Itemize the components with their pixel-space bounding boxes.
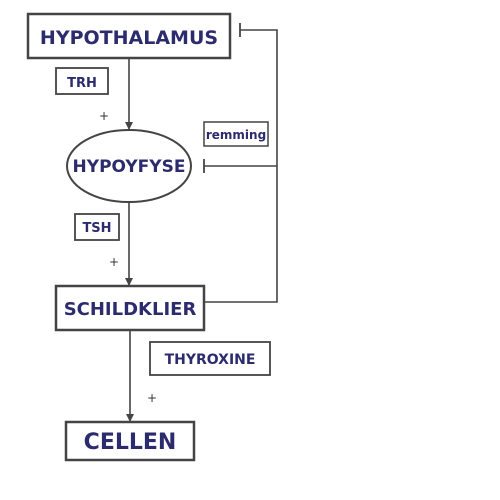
plus-sign-tsh: + xyxy=(109,255,119,269)
plus-sign-trh: + xyxy=(99,109,109,123)
schildklier-box xyxy=(54,284,206,332)
remming-label-box xyxy=(203,121,269,147)
schildklier-label: SCHILDKLIER xyxy=(64,299,197,320)
cellen-label: CELLEN xyxy=(84,430,177,455)
tsh-label-box xyxy=(74,213,120,241)
trh-label-box xyxy=(55,67,109,95)
thyroxine-label: THYROXINE xyxy=(165,352,256,368)
hypofyse-label: HYPOYFYSE xyxy=(73,157,186,177)
trh-label: TRH xyxy=(67,76,97,91)
tsh-label: TSH xyxy=(82,221,111,236)
thyroxine-label-box xyxy=(149,341,271,376)
cellen-box xyxy=(64,420,196,462)
plus-sign-thyroxine: + xyxy=(147,391,157,405)
hypothalamus-label: HYPOTHALAMUS xyxy=(40,27,218,49)
hypothalamus-box xyxy=(26,12,232,60)
remming-label: remming xyxy=(206,128,266,142)
